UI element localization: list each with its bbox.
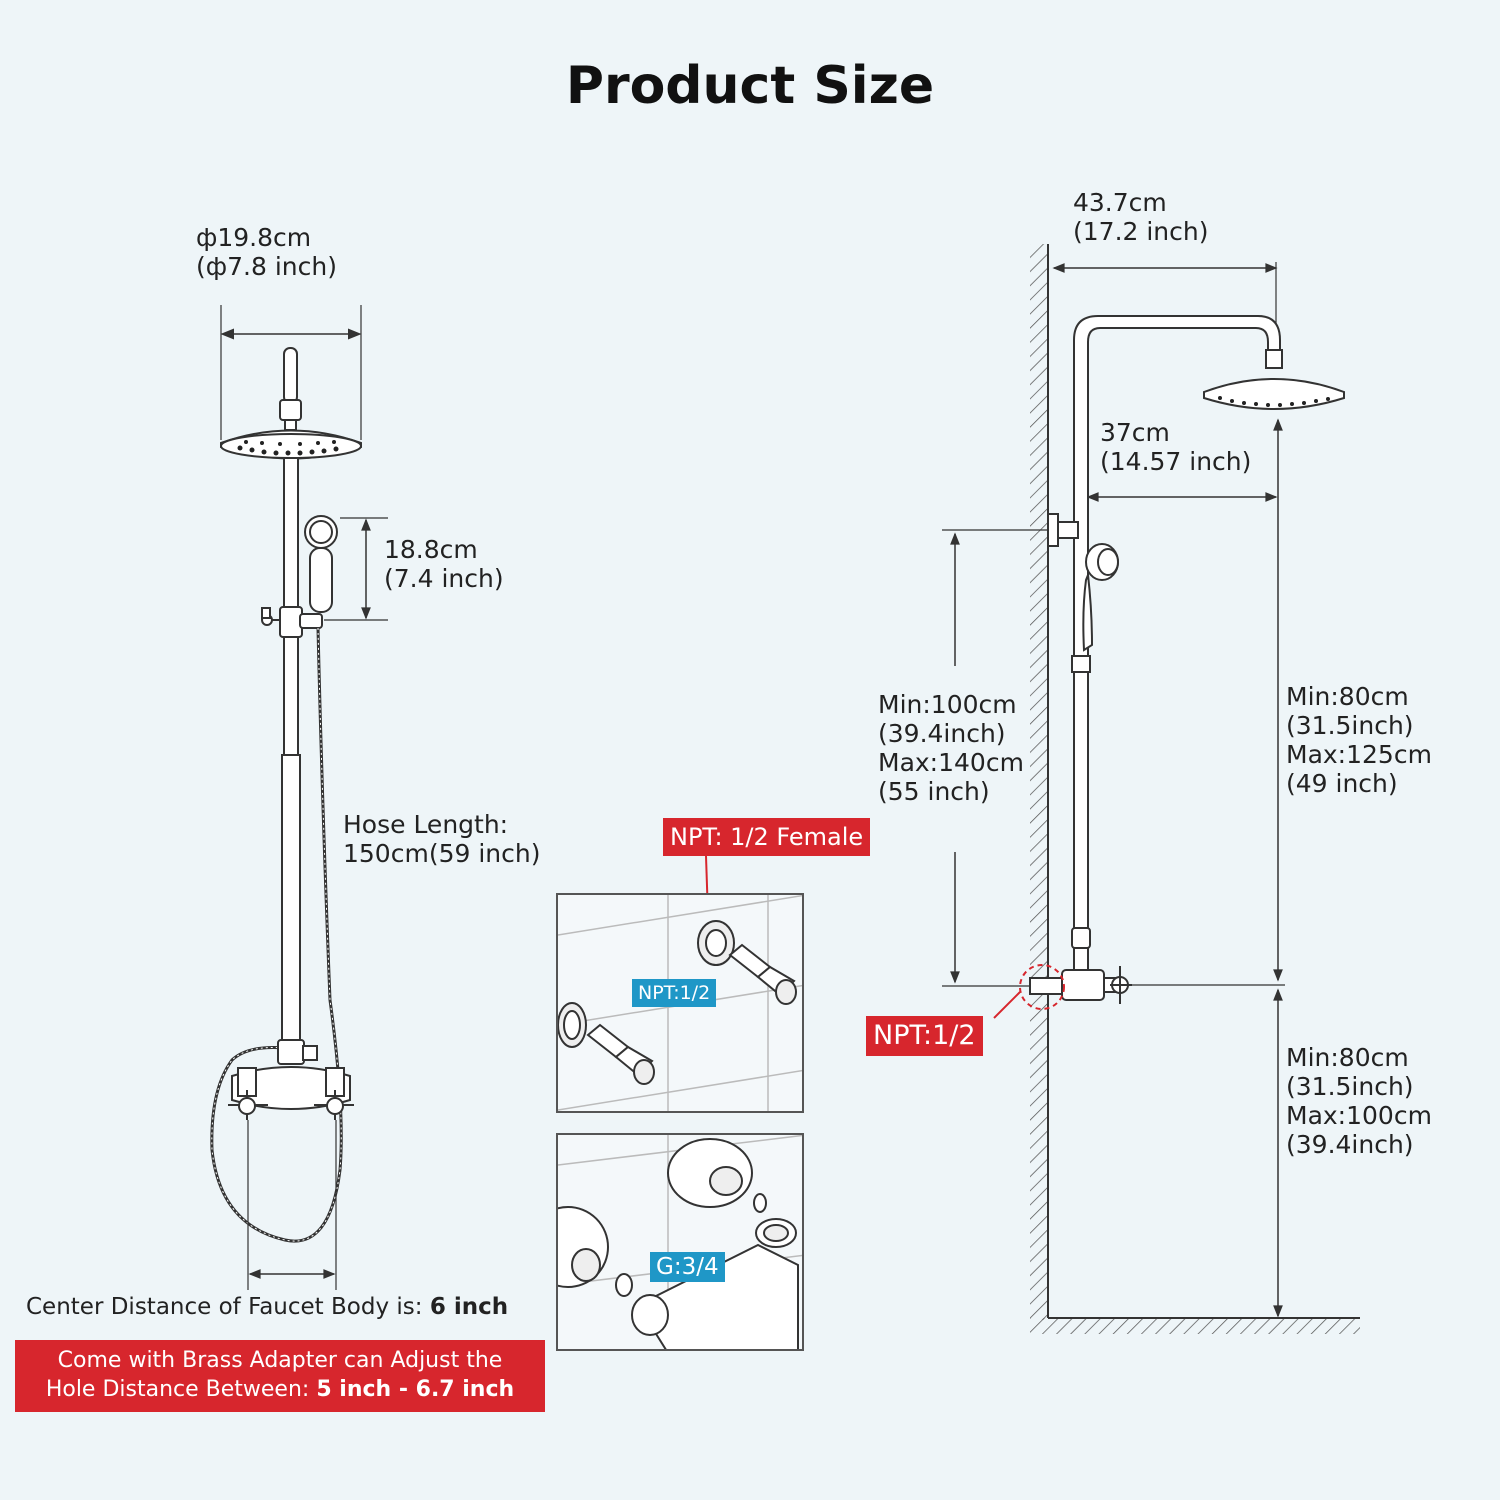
hose-length-value: 150cm(59 inch)	[343, 839, 541, 868]
hand-shower-length-inch: (7.4 inch)	[384, 564, 504, 593]
slide-bar-min-inch: (39.4inch)	[878, 719, 1006, 748]
adapter-note-box: Come with Brass Adapter can Adjust the H…	[15, 1340, 545, 1412]
npt-inset-tag: NPT:1/2	[632, 979, 717, 1007]
center-distance-prefix: Center Distance of Faucet Body is:	[26, 1294, 430, 1320]
valve-height-max-inch: (39.4inch)	[1286, 1130, 1414, 1159]
head-diameter-cm: ф19.8cm	[196, 223, 312, 252]
arm-length-cm: 43.7cm	[1073, 188, 1167, 217]
adapter-inset-bottom	[556, 1133, 804, 1351]
slide-bar-max-inch: (55 inch)	[878, 777, 990, 806]
adapter-note-line1: Come with Brass Adapter can Adjust the	[57, 1348, 503, 1373]
hose-length-label: Hose Length:	[343, 810, 509, 839]
page-title: Product Size	[565, 56, 935, 116]
adapter-inset-top-drawing	[558, 895, 802, 1111]
arm-length-inch: (17.2 inch)	[1073, 217, 1209, 246]
head-height-min-inch: (31.5inch)	[1286, 711, 1414, 740]
head-diameter-inch: (ф7.8 inch)	[196, 252, 337, 281]
valve-height-min: Min:80cm	[1286, 1043, 1409, 1072]
valve-height-min-inch: (31.5inch)	[1286, 1072, 1414, 1101]
slide-bar-max: Max:140cm	[878, 748, 1024, 777]
arm-reach-cm: 37cm	[1100, 418, 1170, 447]
arm-reach-inch: (14.57 inch)	[1100, 447, 1252, 476]
head-height-min: Min:80cm	[1286, 682, 1409, 711]
valve-height-max: Max:100cm	[1286, 1101, 1432, 1130]
head-height-max: Max:125cm	[1286, 740, 1432, 769]
adapter-note-line2: Hole Distance Between: 5 inch - 6.7 inch	[15, 1375, 545, 1404]
wall-connection-tag: NPT:1/2	[866, 1016, 983, 1056]
adapter-note-prefix: Hole Distance Between:	[45, 1377, 317, 1402]
head-height-max-inch: (49 inch)	[1286, 769, 1398, 798]
center-distance-value: 6 inch	[429, 1294, 509, 1320]
g-thread-tag: G:3/4	[650, 1252, 725, 1282]
adapter-inset-top	[556, 893, 804, 1113]
npt-female-tag: NPT: 1/2 Female	[663, 818, 871, 856]
slide-bar-min: Min:100cm	[878, 690, 1017, 719]
adapter-inset-bottom-drawing	[558, 1135, 802, 1349]
adapter-note-range: 5 inch - 6.7 inch	[316, 1377, 515, 1402]
hand-shower-length-cm: 18.8cm	[384, 535, 478, 564]
center-distance-note: Center Distance of Faucet Body is: 6 inc…	[26, 1294, 508, 1320]
